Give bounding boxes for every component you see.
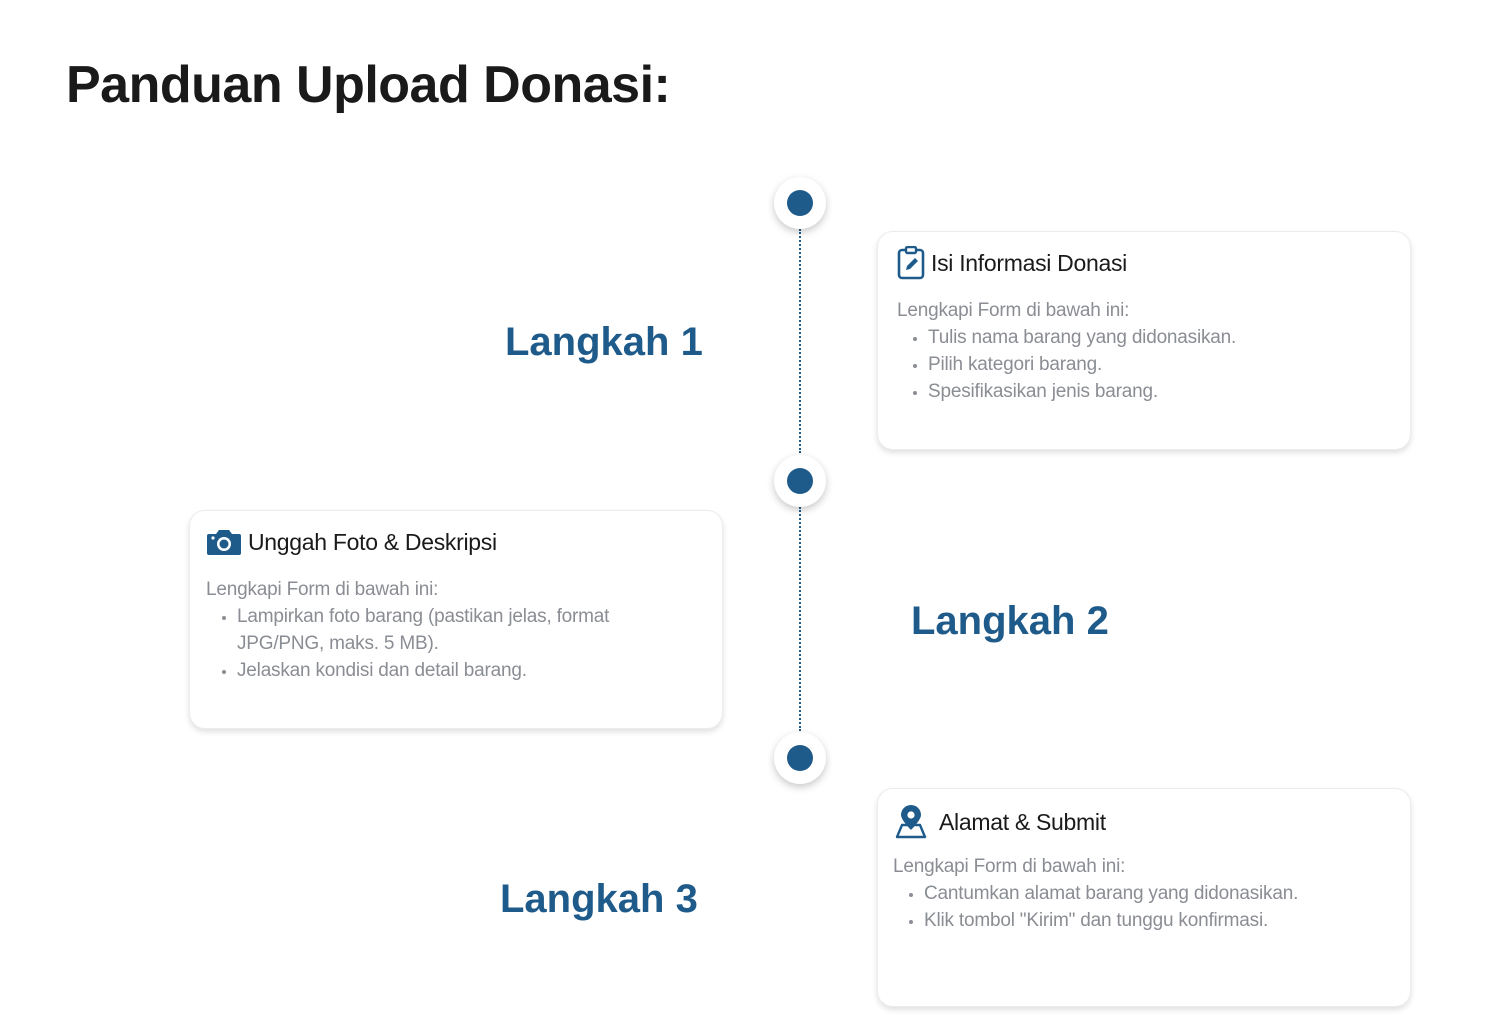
step-1-list: Tulis nama barang yang didonasikan. Pili… — [897, 324, 1397, 405]
timeline-marker-step-2 — [774, 455, 826, 507]
step-1-card: Isi Informasi Donasi Lengkapi Form di ba… — [877, 231, 1411, 450]
list-item: Jelaskan kondisi dan detail barang. — [237, 657, 676, 684]
step-3-card-body: Lengkapi Form di bawah ini: Cantumkan al… — [893, 853, 1393, 934]
step-2-card-header: Unggah Foto & Deskripsi — [206, 528, 497, 556]
timeline-connector-1 — [799, 229, 801, 453]
timeline-marker-step-1 — [774, 177, 826, 229]
step-1-card-header: Isi Informasi Donasi — [897, 246, 1127, 280]
step-2-list: Lampirkan foto barang (pastikan jelas, f… — [206, 603, 676, 684]
list-item: Lampirkan foto barang (pastikan jelas, f… — [237, 603, 676, 657]
list-item: Pilih kategori barang. — [928, 351, 1397, 378]
step-2-label: Langkah 2 — [911, 599, 1109, 643]
step-2-intro: Lengkapi Form di bawah ini: — [206, 579, 439, 600]
timeline-marker-step-3 — [774, 732, 826, 784]
step-3-card-header: Alamat & Submit — [893, 805, 1106, 839]
step-1-card-title: Isi Informasi Donasi — [931, 249, 1127, 276]
step-2-card: Unggah Foto & Deskripsi Lengkapi Form di… — [189, 510, 723, 729]
step-3-card: Alamat & Submit Lengkapi Form di bawah i… — [877, 788, 1411, 1007]
step-3-label: Langkah 3 — [500, 877, 698, 921]
step-2-card-body: Lengkapi Form di bawah ini: Lampirkan fo… — [206, 576, 676, 684]
map-pin-icon — [893, 805, 929, 839]
step-3-intro: Lengkapi Form di bawah ini: — [893, 856, 1126, 877]
step-1-card-body: Lengkapi Form di bawah ini: Tulis nama b… — [897, 297, 1397, 405]
camera-icon — [206, 528, 242, 556]
list-item: Klik tombol "Kirim" dan tunggu konfirmas… — [924, 907, 1393, 934]
clipboard-edit-icon — [897, 246, 925, 280]
step-3-card-title: Alamat & Submit — [939, 808, 1106, 835]
step-1-intro: Lengkapi Form di bawah ini: — [897, 300, 1130, 321]
list-item: Spesifikasikan jenis barang. — [928, 378, 1397, 405]
step-3-list: Cantumkan alamat barang yang didonasikan… — [893, 880, 1393, 934]
list-item: Cantumkan alamat barang yang didonasikan… — [924, 880, 1393, 907]
page-title: Panduan Upload Donasi: — [66, 56, 671, 114]
step-1-label: Langkah 1 — [505, 320, 703, 364]
step-2-card-title: Unggah Foto & Deskripsi — [248, 528, 497, 555]
timeline-connector-2 — [799, 507, 801, 731]
list-item: Tulis nama barang yang didonasikan. — [928, 324, 1397, 351]
